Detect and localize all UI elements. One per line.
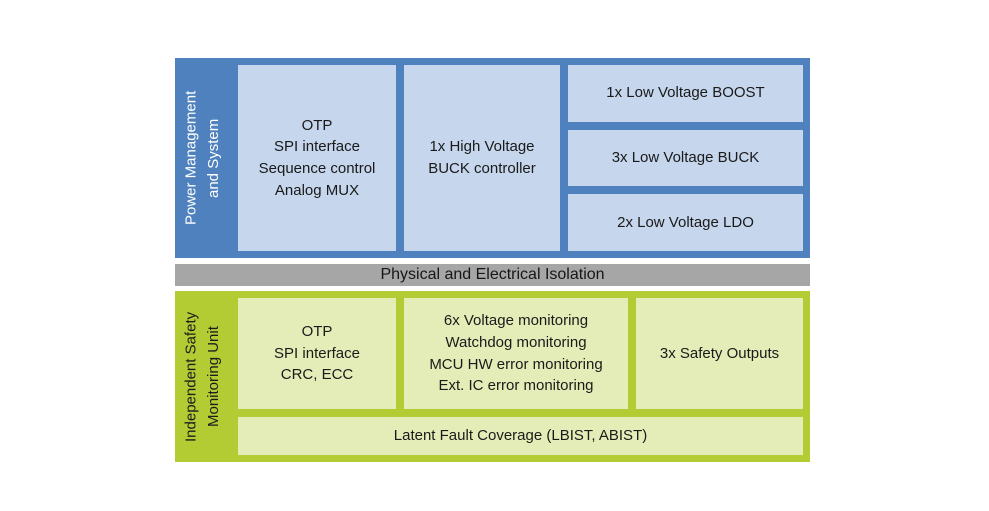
power-management-section: Power Management and System OTP SPI inte… xyxy=(175,58,810,258)
safety-otp-block: OTP SPI interface CRC, ECC xyxy=(238,298,396,409)
safety-monitoring-top-row: OTP SPI interface CRC, ECC 6x Voltage mo… xyxy=(238,298,803,409)
low-voltage-stack: 1x Low Voltage BOOST 3x Low Voltage BUCK… xyxy=(568,65,803,252)
safety-monitoring-side-label: Independent Safety Monitoring Unit xyxy=(182,311,223,442)
low-voltage-buck-block: 3x Low Voltage BUCK xyxy=(568,129,803,187)
high-voltage-buck-block: 1x High Voltage BUCK controller xyxy=(404,65,560,251)
latent-fault-coverage-block: Latent Fault Coverage (LBIST, ABIST) xyxy=(238,417,803,455)
low-voltage-boost-block: 1x Low Voltage BOOST xyxy=(568,65,803,122)
power-management-blocks: OTP SPI interface Sequence control Analo… xyxy=(231,58,810,258)
safety-monitoring-blocks: OTP SPI interface CRC, ECC 6x Voltage mo… xyxy=(231,291,810,462)
monitoring-block: 6x Voltage monitoring Watchdog monitorin… xyxy=(404,298,628,409)
power-management-side-label: Power Management and System xyxy=(182,90,223,226)
low-voltage-ldo-block: 2x Low Voltage LDO xyxy=(568,194,803,252)
isolation-bar: Physical and Electrical Isolation xyxy=(175,264,810,286)
safety-monitoring-section: Independent Safety Monitoring Unit OTP S… xyxy=(175,291,810,462)
otp-spi-sequence-block: OTP SPI interface Sequence control Analo… xyxy=(238,65,396,251)
safety-outputs-block: 3x Safety Outputs xyxy=(636,298,803,409)
